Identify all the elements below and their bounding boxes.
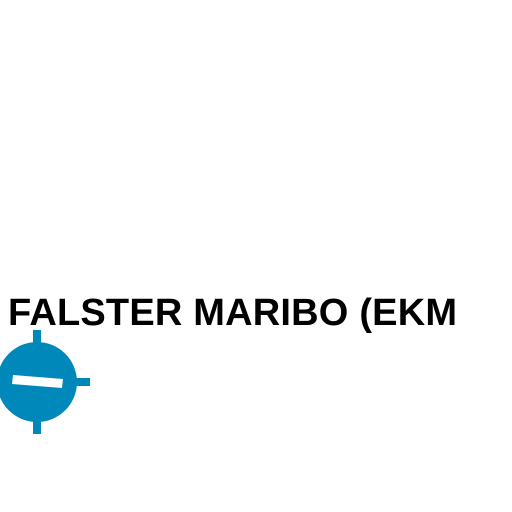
airport-runway-bar [12, 375, 63, 388]
airport-label: FALSTER MARIBO (EKM [8, 292, 458, 334]
airport-tick-bottom [33, 416, 41, 434]
civil-airport-icon[interactable] [0, 328, 96, 440]
airport-tick-top [33, 330, 41, 346]
airport-tick-right [74, 378, 90, 386]
